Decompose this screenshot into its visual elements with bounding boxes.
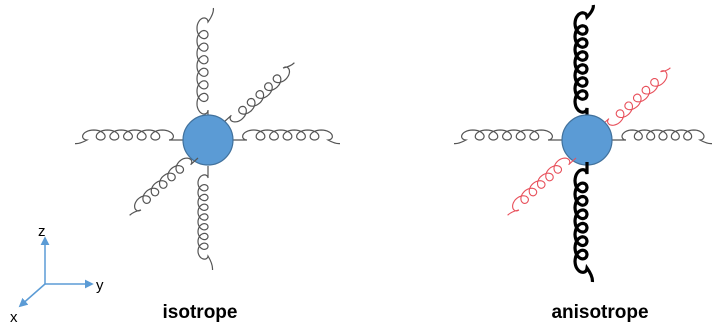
x-axis-arrow [18, 283, 46, 308]
spring-y-left [453, 129, 562, 145]
spring-y-right [233, 129, 341, 145]
y-axis-label: y [96, 277, 104, 294]
spring-z-down [197, 166, 214, 271]
spring-y-left [74, 129, 183, 145]
spring-x-back [602, 67, 671, 126]
spring-x-front [129, 157, 199, 216]
sphere [561, 114, 613, 166]
spring-y-right [612, 129, 713, 145]
caption-anisotrope: anisotrope [551, 302, 648, 323]
spring-x-back [223, 62, 295, 123]
isotropic-model: isotrope [74, 7, 341, 323]
z-axis-label: z [38, 223, 46, 240]
caption-isotrope: isotrope [163, 302, 238, 323]
spring-z-up [573, 4, 595, 116]
anisotropic-model: anisotrope [453, 4, 713, 323]
x-axis-label: x [10, 309, 18, 326]
sphere [182, 114, 234, 166]
spring-z-down [573, 162, 595, 283]
spring-x-front [507, 157, 577, 216]
coordinate-axes: z y x [10, 223, 104, 326]
spring-z-up [196, 7, 215, 116]
